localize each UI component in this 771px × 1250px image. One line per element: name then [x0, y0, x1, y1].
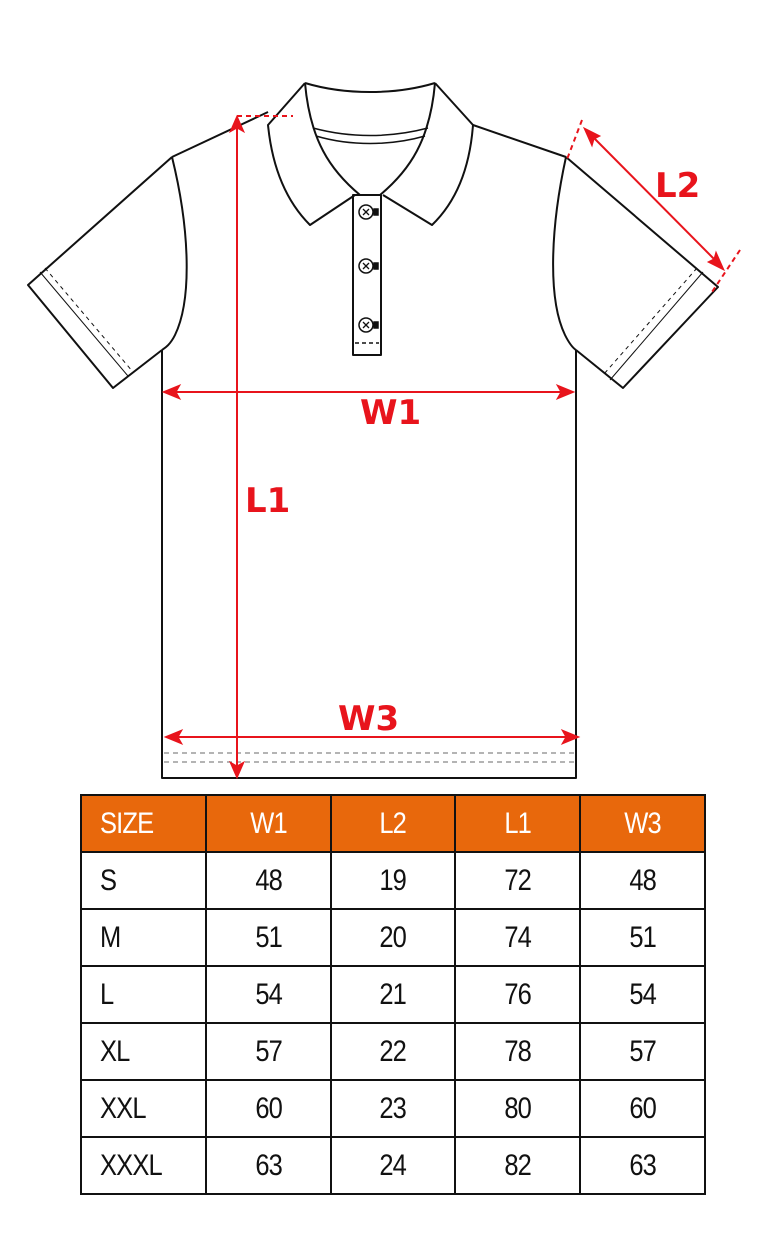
cell-w1: 57 [204, 1022, 332, 1081]
cell-size: M [80, 908, 207, 967]
column-header-size: SIZE [80, 794, 207, 853]
cell-l2: 23 [329, 1079, 457, 1138]
column-header-w1: W1 [204, 794, 332, 853]
table-row: XL 57 22 78 57 [80, 1022, 706, 1081]
cell-l1: 82 [454, 1136, 582, 1195]
table-row: XXL 60 23 80 60 [80, 1079, 706, 1138]
cell-w3: 54 [579, 965, 706, 1024]
cell-l1: 78 [454, 1022, 582, 1081]
cell-w3: 48 [579, 851, 706, 910]
size-chart-table: SIZE W1 L2 L1 W3 S 48 19 72 48 M 51 20 7… [80, 794, 706, 1195]
label-l1: L1 [245, 481, 290, 521]
column-header-l2: L2 [329, 794, 457, 853]
cell-w3: 63 [579, 1136, 706, 1195]
cell-size: XXXL [80, 1136, 207, 1195]
table-row: S 48 19 72 48 [80, 851, 706, 910]
cell-l2: 20 [329, 908, 457, 967]
cell-w1: 51 [204, 908, 332, 967]
cell-w1: 63 [204, 1136, 332, 1195]
cell-l2: 19 [329, 851, 457, 910]
cell-l2: 22 [329, 1022, 457, 1081]
cell-l1: 76 [454, 965, 582, 1024]
arrow-left-icon [161, 383, 182, 401]
label-w3: W3 [338, 699, 399, 739]
cell-l2: 24 [329, 1136, 457, 1195]
polo-shirt-diagram: W1 L1 L2 W3 [27, 82, 741, 780]
arrow-down-right-icon [706, 250, 726, 272]
label-l2: L2 [655, 166, 700, 206]
arrow-right-icon [560, 728, 581, 746]
cell-size: XXL [80, 1079, 207, 1138]
label-w1: W1 [360, 393, 421, 433]
table-row: L 54 21 76 54 [80, 965, 706, 1024]
cell-w3: 57 [579, 1022, 706, 1081]
table-header-row: SIZE W1 L2 L1 W3 [80, 794, 706, 853]
arrow-up-icon [228, 114, 246, 134]
table-row: M 51 20 74 51 [80, 908, 706, 967]
arrow-down-icon [228, 760, 246, 780]
arrow-right-icon [555, 383, 576, 401]
column-header-l1: L1 [454, 794, 582, 853]
button-icons [358, 204, 379, 333]
cell-w3: 51 [579, 908, 706, 967]
cell-size: XL [80, 1022, 207, 1081]
cell-w1: 60 [204, 1079, 332, 1138]
column-header-w3: W3 [579, 794, 706, 853]
cell-w3: 60 [579, 1079, 706, 1138]
measurement-lines [161, 114, 741, 780]
cell-l1: 74 [454, 908, 582, 967]
cell-w1: 48 [204, 851, 332, 910]
cell-size: S [80, 851, 207, 910]
cell-size: L [80, 965, 207, 1024]
arrow-left-icon [163, 728, 184, 746]
cell-l2: 21 [329, 965, 457, 1024]
cell-l1: 80 [454, 1079, 582, 1138]
cell-w1: 54 [204, 965, 332, 1024]
arrow-up-left-icon [582, 126, 602, 148]
cell-l1: 72 [454, 851, 582, 910]
shirt-outline-icon [27, 82, 719, 779]
table-row: XXXL 63 24 82 63 [80, 1136, 706, 1195]
